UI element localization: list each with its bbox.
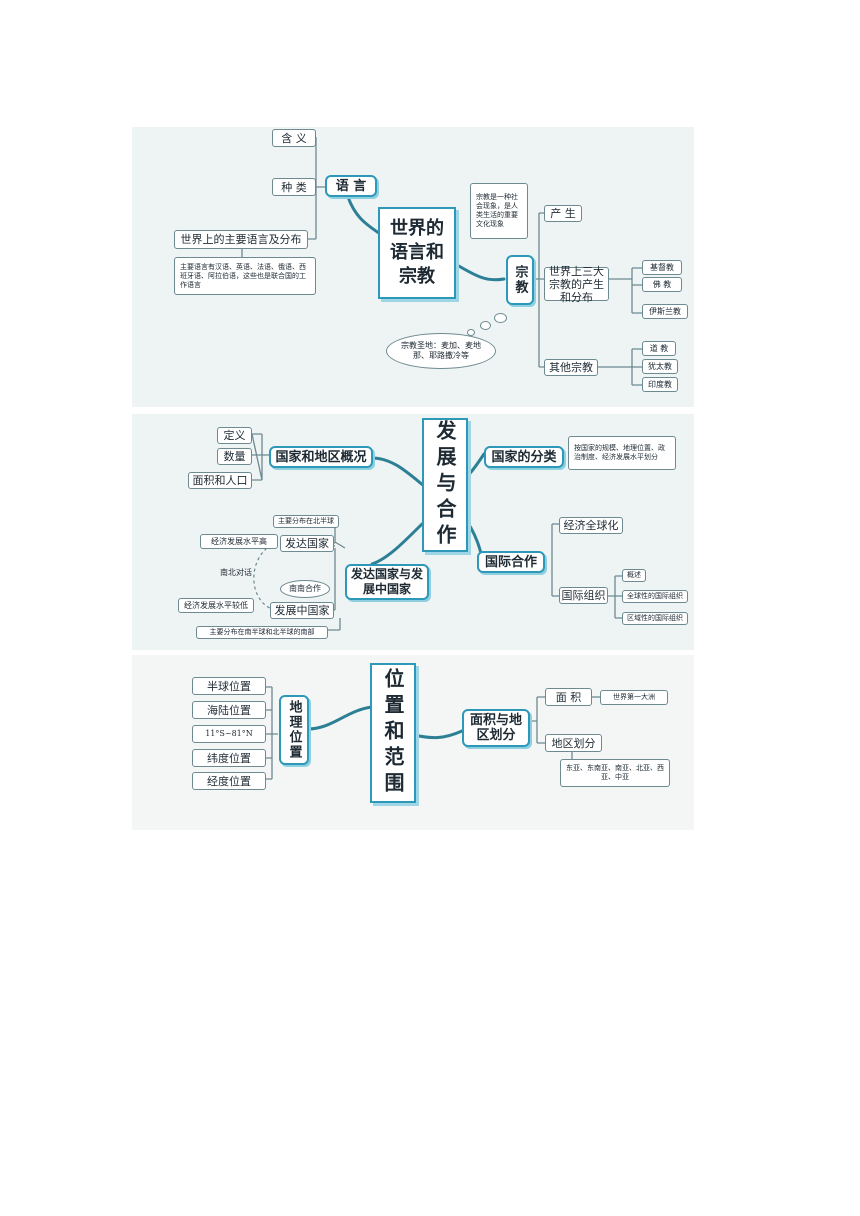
area-note: 世界第一大洲	[600, 690, 668, 705]
geo-position-node: 地理位置	[279, 695, 309, 765]
mindmap-development-cooperation: 定义 数量 面积和人口 国家和地区概况 发展与合作 国家的分类 按国家的规模、地…	[132, 414, 694, 650]
overview-area-population: 面积和人口	[188, 472, 252, 489]
connector-lines	[266, 686, 600, 780]
developing-level: 经济发展水平较低	[178, 598, 254, 613]
map2-title: 发展与合作	[422, 418, 468, 552]
other-religions: 其他宗教	[544, 359, 598, 376]
region-note: 东亚、东南亚、南亚、北亚、西亚、中亚	[560, 759, 670, 787]
cooperation-node: 国际合作	[477, 551, 545, 573]
language-node: 语 言	[325, 175, 377, 197]
buddhism: 佛 教	[642, 277, 682, 292]
developed-countries: 发达国家	[280, 535, 334, 552]
overview-count: 数量	[217, 448, 252, 465]
hemisphere-position: 半球位置	[192, 677, 266, 695]
classification-note: 按国家的规模、地理位置、政治制度、经济发展水平划分	[568, 436, 676, 470]
latitude-position: 纬度位置	[192, 749, 266, 767]
thought-bubble	[494, 313, 507, 323]
judaism: 犹太教	[642, 359, 678, 374]
area-item: 面 积	[545, 688, 592, 706]
classification-node: 国家的分类	[484, 446, 564, 468]
language-note: 主要语言有汉语、英语、法语、俄语、西班牙语、阿拉伯语，这些也是联合国的工作语言	[174, 257, 316, 295]
overview-definition: 定义	[217, 427, 252, 444]
developed-level: 经济发展水平高	[200, 534, 278, 549]
south-south-cooperation: 南南合作	[280, 580, 330, 598]
overview-node: 国家和地区概况	[269, 446, 373, 468]
developing-distribution: 主要分布在南半球和北半球的南部	[196, 626, 328, 639]
big-three-religions: 世界上三大宗教的产生和分布	[544, 265, 609, 304]
christianity: 基督教	[642, 260, 682, 275]
org-regional: 区域性的国际组织	[622, 612, 688, 625]
developed-developing-node: 发达国家与发展中国家	[345, 564, 429, 600]
taoism: 道 教	[642, 341, 676, 356]
area-region-node: 面积与地区划分	[462, 709, 530, 747]
thought-bubble	[480, 321, 491, 330]
holy-places-cloud: 宗教圣地：麦加、麦地那、耶路撒冷等	[386, 333, 496, 369]
religion-node: 宗教	[506, 255, 534, 305]
org-global: 全球性的国际组织	[622, 590, 688, 603]
latitude-range: 11°S~81°N	[192, 725, 266, 743]
land-sea-position: 海陆位置	[192, 701, 266, 719]
language-distribution: 世界上的主要语言及分布	[174, 230, 308, 249]
mindmap-language-religion: 含 义 种 类 语 言 世界上的主要语言及分布 主要语言有汉语、英语、法语、俄语…	[132, 127, 694, 407]
north-south-dialogue: 南北对话	[220, 568, 252, 577]
mindmap-location-range: 半球位置 海陆位置 11°S~81°N 纬度位置 经度位置 地理位置 位置和范围…	[132, 655, 694, 830]
region-division: 地区划分	[545, 734, 602, 752]
developed-distribution: 主要分布在北半球	[273, 515, 339, 528]
map1-title: 世界的语言和宗教	[378, 207, 456, 299]
international-organizations: 国际组织	[559, 587, 608, 604]
map3-title: 位置和范围	[370, 663, 416, 803]
org-overview: 概述	[622, 569, 646, 582]
language-meaning: 含 义	[272, 129, 316, 147]
language-types: 种 类	[272, 178, 316, 196]
longitude-position: 经度位置	[192, 772, 266, 790]
hinduism: 印度教	[642, 377, 678, 392]
economic-globalization: 经济全球化	[559, 517, 623, 534]
developing-countries: 发展中国家	[270, 602, 334, 619]
religion-note: 宗教是一种社会现象，是人类生活的重要文化现象	[470, 183, 528, 239]
islam: 伊斯兰教	[642, 304, 688, 319]
religion-origin: 产 生	[544, 205, 582, 222]
